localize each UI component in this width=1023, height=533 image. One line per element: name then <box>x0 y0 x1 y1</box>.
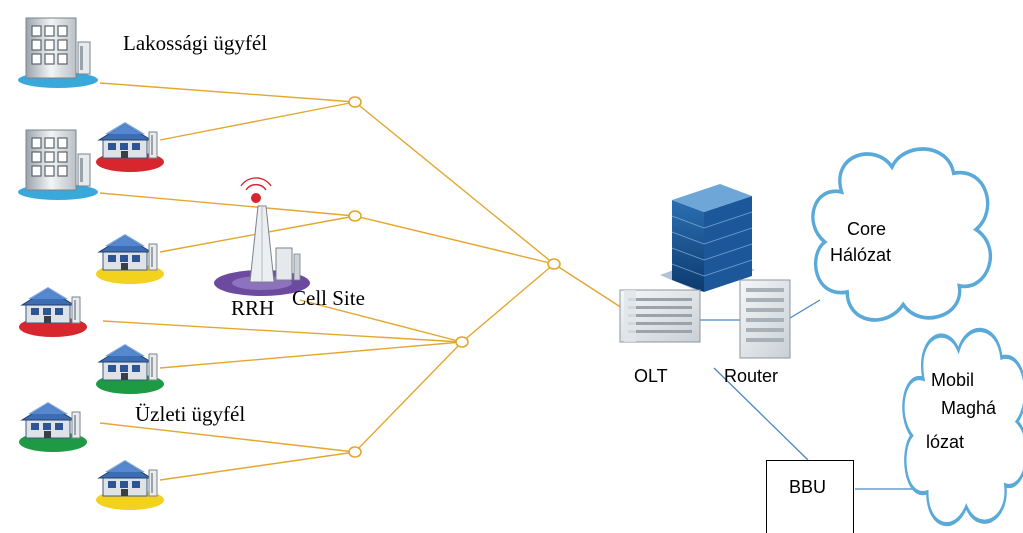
splitter-node <box>455 336 469 348</box>
splitter-node <box>348 96 362 108</box>
business-customer-label: Üzleti ügyfél <box>135 402 246 426</box>
olt-label: OLT <box>634 366 668 386</box>
office-building-icon <box>17 17 99 89</box>
splitter-node <box>348 446 362 458</box>
fiber-line <box>354 341 463 453</box>
fiber-line <box>102 320 463 343</box>
residential-customer-label: Lakossági ügyfél <box>123 31 268 55</box>
fiber-line <box>553 263 623 309</box>
fiber-lines <box>99 82 623 481</box>
cell-site-label: Cell Site <box>292 286 365 310</box>
house-icon <box>95 121 165 173</box>
mobile-network-label-line2: Maghá <box>941 398 997 418</box>
office-building-icon <box>17 129 99 201</box>
house-icon <box>18 401 88 453</box>
link-line <box>789 299 821 319</box>
cell-tower-icon <box>214 177 310 296</box>
link-line <box>713 367 809 461</box>
splitters <box>348 96 561 458</box>
router-equipment-icon <box>739 279 791 359</box>
house-icon <box>95 343 165 395</box>
mobile-network-cloud-icon <box>903 330 1023 524</box>
house-icon <box>18 286 88 338</box>
router-label: Router <box>724 366 779 386</box>
fiber-line <box>461 263 555 343</box>
bbu-label: BBU <box>789 477 827 497</box>
house-icon <box>95 459 165 511</box>
house-icon <box>95 233 165 285</box>
mobile-network-label-line1: Mobil <box>931 370 975 390</box>
central-office-building-icon <box>660 184 755 292</box>
fiber-line <box>99 82 356 103</box>
rrh-label: RRH <box>231 296 275 320</box>
fiber-line <box>354 101 555 265</box>
fiber-line <box>159 451 356 481</box>
core-network-label-line2: Hálózat <box>830 245 892 265</box>
bbu-box <box>766 460 854 533</box>
core-network-cloud-icon <box>811 147 993 322</box>
splitter-node <box>348 210 362 222</box>
fiber-line <box>99 422 356 453</box>
core-network-label-line1: Core <box>847 219 887 239</box>
fiber-line <box>159 101 356 141</box>
mobile-network-label-line3: lózat <box>926 432 965 452</box>
fiber-line <box>99 192 356 217</box>
olt-equipment-icon <box>619 289 701 343</box>
fiber-line <box>354 215 555 265</box>
fiber-line <box>159 341 463 369</box>
fiber-line <box>299 299 463 343</box>
splitter-node <box>547 258 561 270</box>
